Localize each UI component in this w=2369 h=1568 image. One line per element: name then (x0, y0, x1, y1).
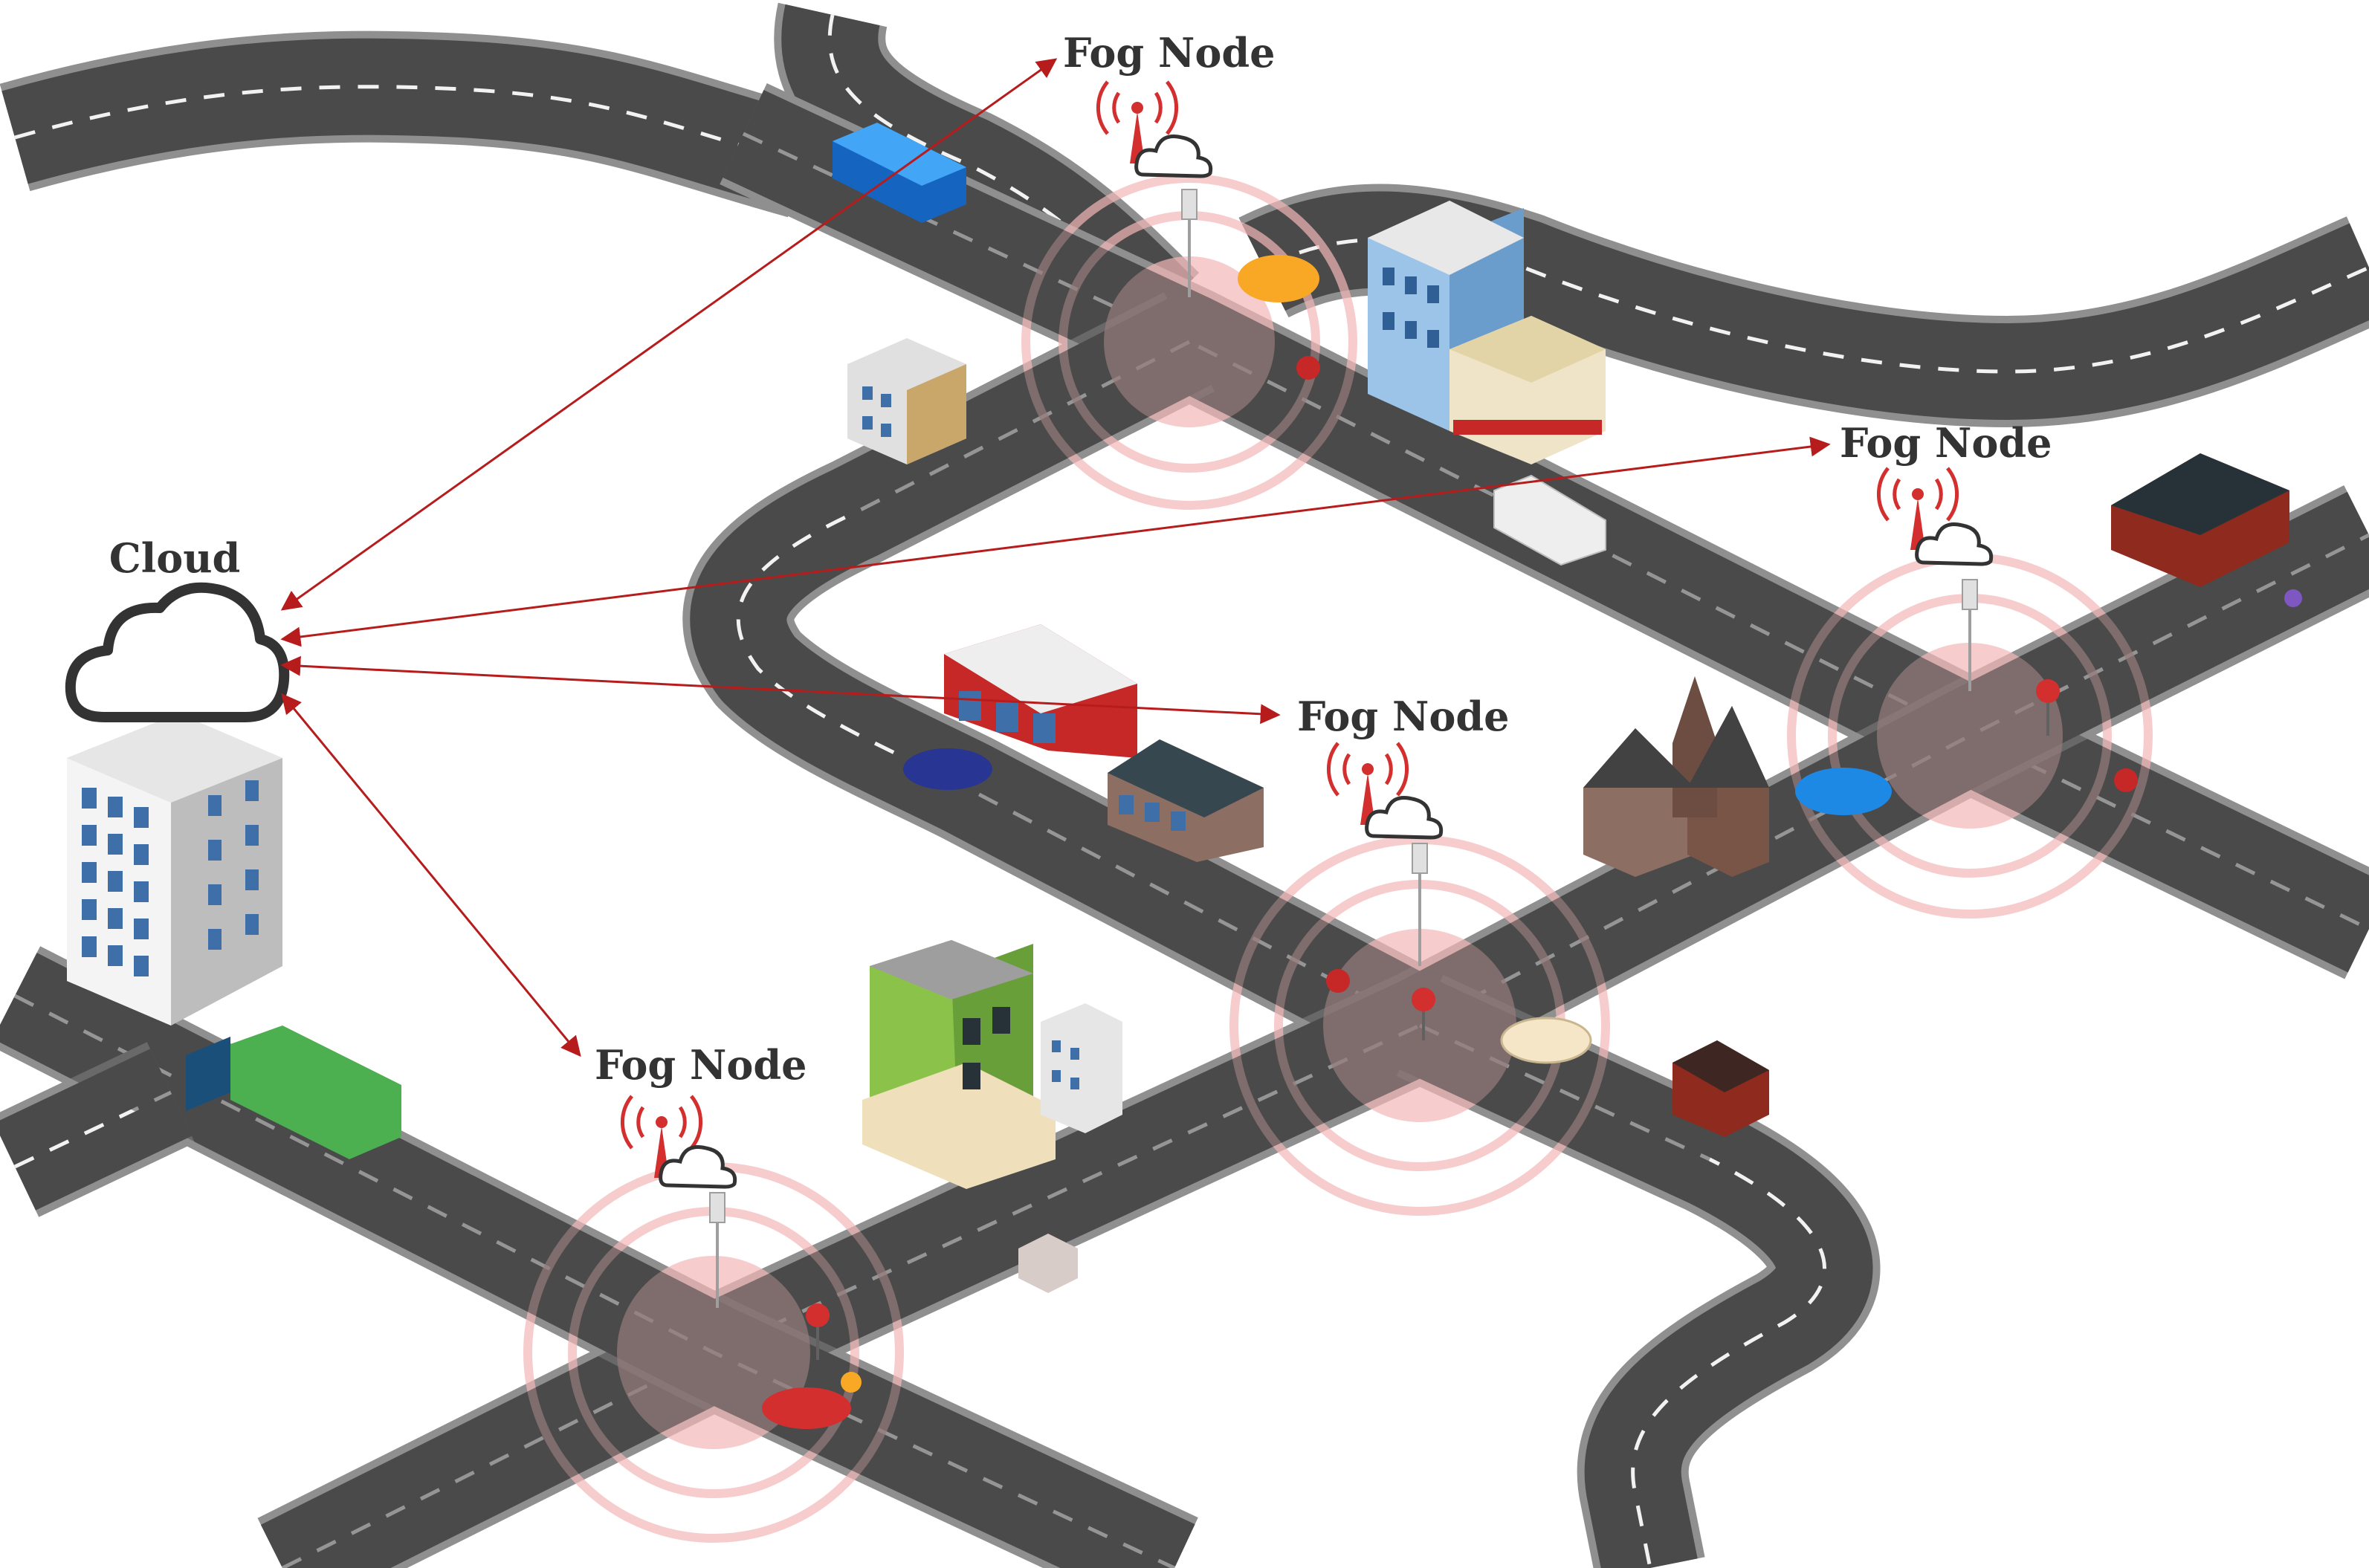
building-icon (1672, 1040, 1769, 1137)
cloud-icon (659, 1145, 737, 1189)
motorbike-icon (2284, 589, 2302, 607)
fog-node-bottom (621, 1095, 737, 1308)
cloud-icon (1134, 135, 1213, 178)
fog-node-top (1096, 80, 1213, 297)
building-icon (847, 338, 966, 464)
building-icon (862, 940, 1122, 1189)
motorbike-icon (1326, 969, 1350, 993)
car-icon (903, 748, 992, 790)
cloud-icon (1365, 796, 1444, 840)
cell-tower-icon (1181, 189, 1198, 297)
stop-sign-icon (2036, 679, 2060, 736)
arrow-cloud-to-fog-middle (280, 655, 1281, 725)
motorbike-icon (841, 1372, 862, 1393)
car-icon (1795, 768, 1892, 815)
cloud-label: Cloud (109, 534, 241, 582)
cell-tower-icon (1412, 843, 1428, 966)
fog-node-label-top: Fog Node (1063, 29, 1275, 77)
cell-tower-icon (1962, 579, 1978, 691)
fog-node-right (1877, 467, 1994, 691)
fog-node-label-right: Fog Node (1840, 419, 2052, 467)
building-icon (1018, 1234, 1078, 1293)
fog-node-label-bottom: Fog Node (595, 1041, 807, 1089)
stop-signs (806, 679, 2060, 1360)
building-icon (1583, 676, 1769, 877)
building-icon (1368, 201, 1606, 464)
fog-node-label-middle: Fog Node (1297, 693, 1509, 740)
cloud-icon (65, 582, 290, 722)
truck-icon (186, 1026, 401, 1159)
antenna-icon (1327, 742, 1409, 825)
car-icon (1238, 255, 1319, 302)
motorbike-icon (2114, 768, 2138, 792)
building-icon (2111, 453, 2289, 587)
cell-tower-icon (709, 1192, 725, 1308)
connection-arrows (280, 58, 1831, 1057)
cloud-node: Cloud (65, 534, 290, 722)
antenna-icon (1877, 467, 1959, 550)
car-icon (762, 1387, 851, 1429)
stop-sign-icon (806, 1303, 830, 1360)
cloud-icon (1915, 522, 1994, 566)
arrow-cloud-to-fog-right (280, 436, 1831, 647)
stop-sign-icon (1412, 988, 1435, 1040)
antenna-icon (1096, 80, 1178, 163)
building-icon (67, 713, 282, 1026)
car-icon (1500, 1017, 1592, 1064)
building-icon (1108, 739, 1264, 862)
motorbike-icon (1296, 356, 1320, 380)
arrow-cloud-to-fog-bottom (281, 693, 581, 1057)
fog-node-middle (1327, 742, 1444, 966)
